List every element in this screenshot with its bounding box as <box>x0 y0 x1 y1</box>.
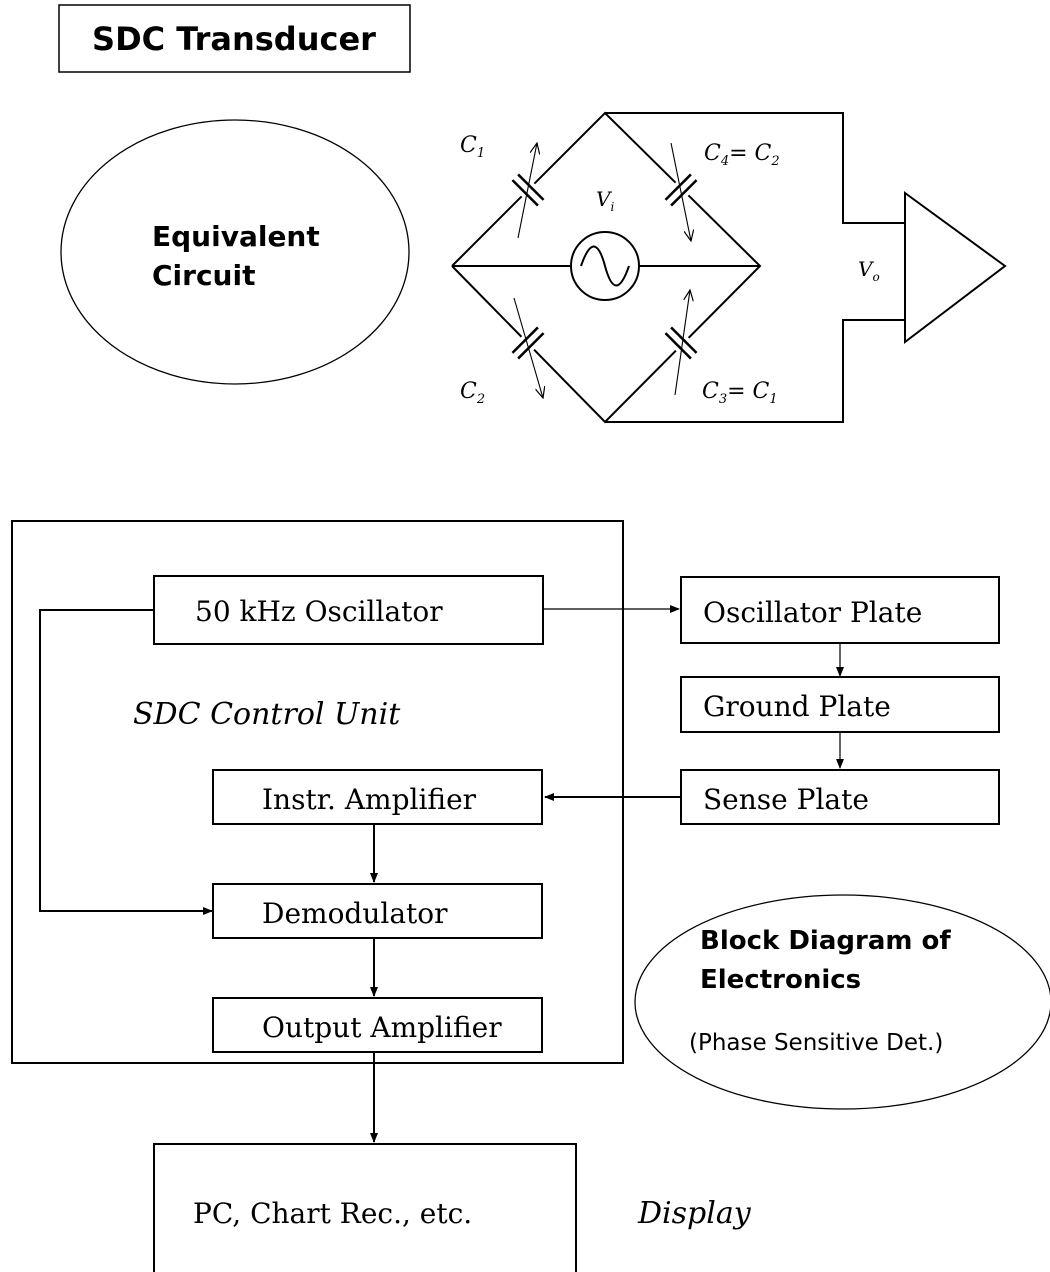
block-diagram-label-2: Electronics <box>700 965 861 995</box>
ground-plate-label: Ground Plate <box>703 690 891 723</box>
capacitor-c1 <box>511 143 545 239</box>
capacitor-c4 <box>664 142 698 241</box>
reference-signal-line <box>39 609 213 915</box>
display-box-label: PC, Chart Rec., etc. <box>193 1197 472 1230</box>
demodulator-box: Demodulator <box>212 883 543 939</box>
oscillator-plate-label: Oscillator Plate <box>703 596 922 629</box>
block-diagram-ellipse: Block Diagram of Electronics (Phase Sens… <box>634 894 1050 1110</box>
label-vi: Vi <box>596 187 614 214</box>
equivalent-circuit-label-1: Equivalent <box>152 220 320 253</box>
label-c2: C2 <box>460 379 485 407</box>
ac-source-icon <box>570 231 640 301</box>
output-amplifier-box: Output Amplifier <box>212 997 543 1053</box>
bridge-circuit <box>451 111 1007 424</box>
block-diagram-label-3: (Phase Sensitive Det.) <box>689 1030 943 1056</box>
equivalent-circuit-ellipse: Equivalent Circuit <box>60 119 410 385</box>
control-unit-label: SDC Control Unit <box>133 697 401 732</box>
capacitor-c3 <box>664 290 698 396</box>
capacitor-c2 <box>511 297 543 398</box>
sine-wave-icon <box>580 245 630 287</box>
instr-amplifier-label: Instr. Amplifier <box>262 783 477 816</box>
control-unit-frame <box>11 520 624 1064</box>
page-title: SDC Transducer <box>92 20 376 58</box>
ground-plate-box: Ground Plate <box>680 676 1000 733</box>
oscillator-plate-box: Oscillator Plate <box>680 576 1000 644</box>
sense-plate-box: Sense Plate <box>680 769 1000 825</box>
output-amplifier-label: Output Amplifier <box>262 1011 502 1044</box>
label-vo: Vo <box>858 257 880 284</box>
oscillator-box: 50 kHz Oscillator <box>153 575 544 645</box>
block-diagram-label-1: Block Diagram of <box>700 926 951 956</box>
sense-plate-label: Sense Plate <box>703 783 869 816</box>
demodulator-label: Demodulator <box>262 897 448 930</box>
title-box: SDC Transducer <box>58 4 411 73</box>
label-c3: C3= C1 <box>702 379 778 407</box>
instr-amplifier-box: Instr. Amplifier <box>212 769 543 825</box>
oscillator-label: 50 kHz Oscillator <box>195 595 443 628</box>
label-c4: C4= C2 <box>704 141 780 169</box>
display-label: Display <box>637 1196 752 1231</box>
amplifier-triangle-icon <box>904 191 1007 345</box>
display-box: PC, Chart Rec., etc. <box>153 1143 577 1272</box>
equivalent-circuit-label-2: Circuit <box>152 259 255 292</box>
label-c1: C1 <box>460 133 485 161</box>
